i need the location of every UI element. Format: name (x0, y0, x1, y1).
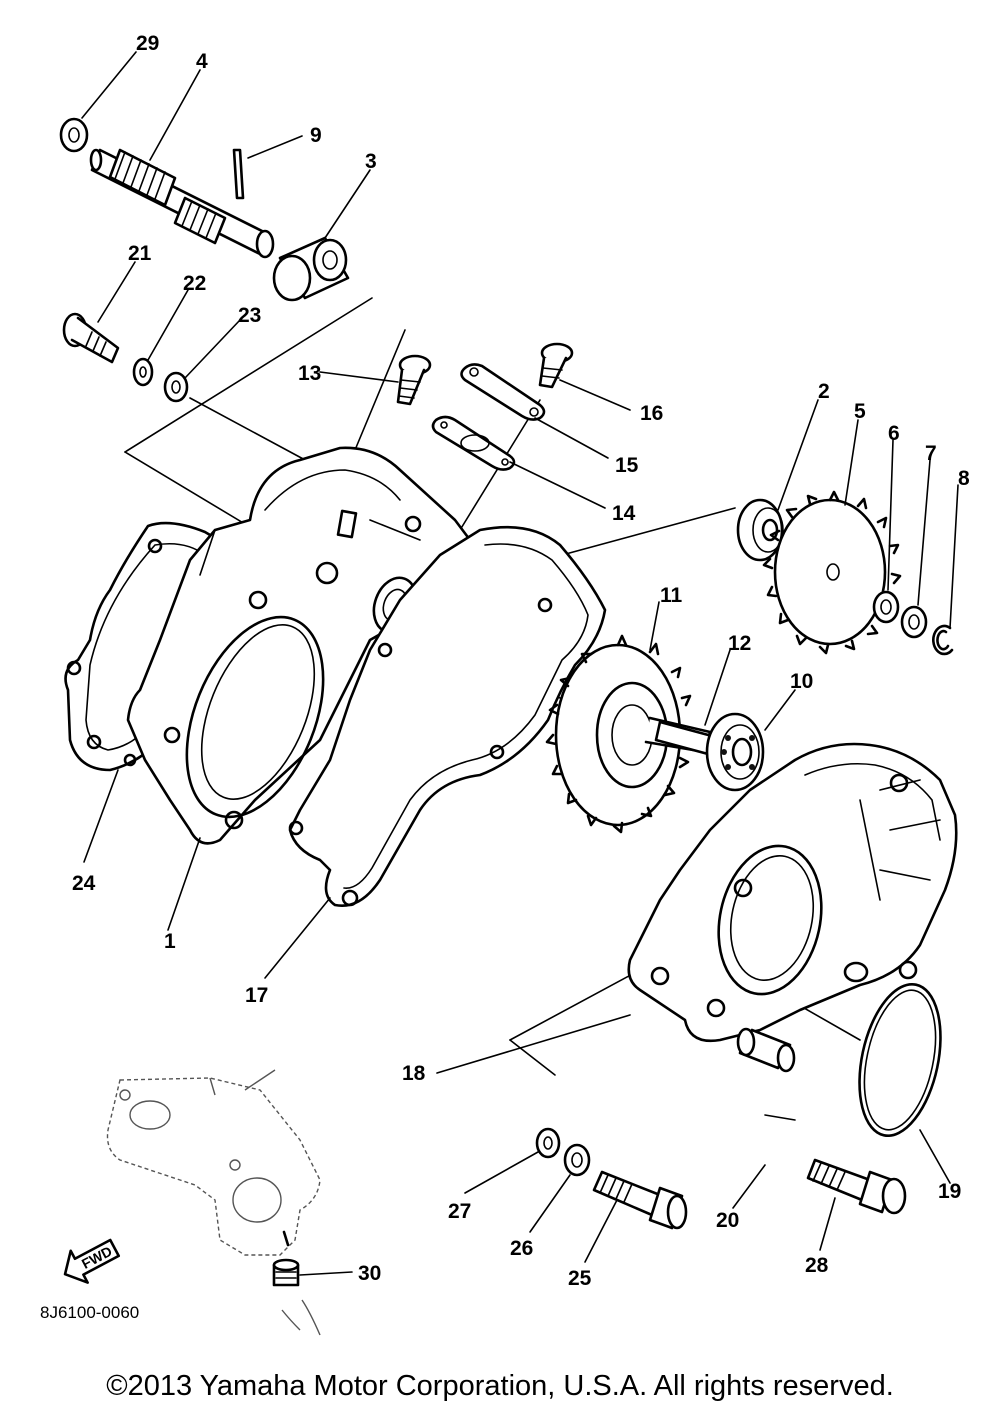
callout-29: 29 (136, 32, 159, 55)
part-30-fitting (272, 1258, 300, 1287)
callout-7: 7 (925, 442, 937, 465)
callout-28: 28 (805, 1254, 829, 1277)
callout-24: 24 (72, 872, 96, 895)
callout-labels: 29 4 9 3 21 22 23 13 16 15 14 2 5 6 7 8 … (72, 32, 970, 1290)
part-2-bearing (736, 498, 784, 562)
callout-3: 3 (365, 150, 377, 173)
callout-15: 15 (615, 454, 639, 477)
callout-5: 5 (854, 400, 866, 423)
callout-14: 14 (612, 502, 636, 525)
callout-18: 18 (402, 1062, 426, 1085)
part-9-pin (232, 148, 245, 200)
callout-8: 8 (958, 467, 970, 490)
copyright-notice: ©2013 Yamaha Motor Corporation, U.S.A. A… (106, 1370, 894, 1402)
part-3-bushing (272, 236, 350, 302)
callout-2: 2 (818, 380, 830, 403)
part-23-washer (163, 371, 189, 403)
callout-16: 16 (640, 402, 663, 425)
part-28-bolt (806, 1158, 907, 1215)
part-18-cover (627, 742, 958, 1043)
callout-11: 11 (660, 584, 683, 607)
part-6-washer (872, 590, 900, 624)
part-21-bolt (62, 312, 120, 364)
part-13-screw (396, 354, 432, 406)
callout-6: 6 (888, 422, 900, 445)
part-25-bolt (592, 1170, 688, 1230)
part-27-washer (535, 1127, 561, 1159)
part-8-circlip (932, 624, 954, 656)
callout-19: 19 (938, 1180, 961, 1203)
part-10-bearing (705, 712, 765, 792)
callout-23: 23 (238, 304, 261, 327)
leader-lines (81, 51, 959, 1276)
callout-1: 1 (164, 930, 176, 953)
callout-27: 27 (448, 1200, 471, 1223)
callout-17: 17 (245, 984, 268, 1007)
fwd-arrow-icon: FWD (63, 1238, 121, 1284)
callout-30: 30 (358, 1262, 381, 1285)
part-5-gear (762, 490, 902, 655)
part-22-washer (132, 357, 154, 387)
callout-21: 21 (128, 242, 152, 265)
callout-22: 22 (183, 272, 206, 295)
part-26-washer (563, 1143, 591, 1177)
part-16-screw (538, 342, 574, 389)
callout-20: 20 (716, 1209, 739, 1232)
part-14-gasket (431, 415, 516, 471)
part-17-gasket (288, 525, 607, 908)
callout-9: 9 (310, 124, 322, 147)
part-7-washer (900, 605, 928, 639)
part-29-washer (59, 117, 89, 153)
part-20-collar (736, 1027, 796, 1073)
callout-12: 12 (728, 632, 751, 655)
inset-manifold (106, 1069, 321, 1336)
callout-4: 4 (196, 50, 208, 73)
part-19-o-ring (858, 982, 942, 1138)
part-15-plate (460, 363, 546, 421)
part-4-worm-shaft (89, 148, 275, 259)
callout-26: 26 (510, 1237, 533, 1260)
part-1-housing (126, 446, 472, 845)
callout-10: 10 (790, 670, 813, 693)
diagram-code: 8J6100-0060 (40, 1303, 139, 1322)
callout-25: 25 (568, 1267, 592, 1290)
callout-13: 13 (298, 362, 321, 385)
